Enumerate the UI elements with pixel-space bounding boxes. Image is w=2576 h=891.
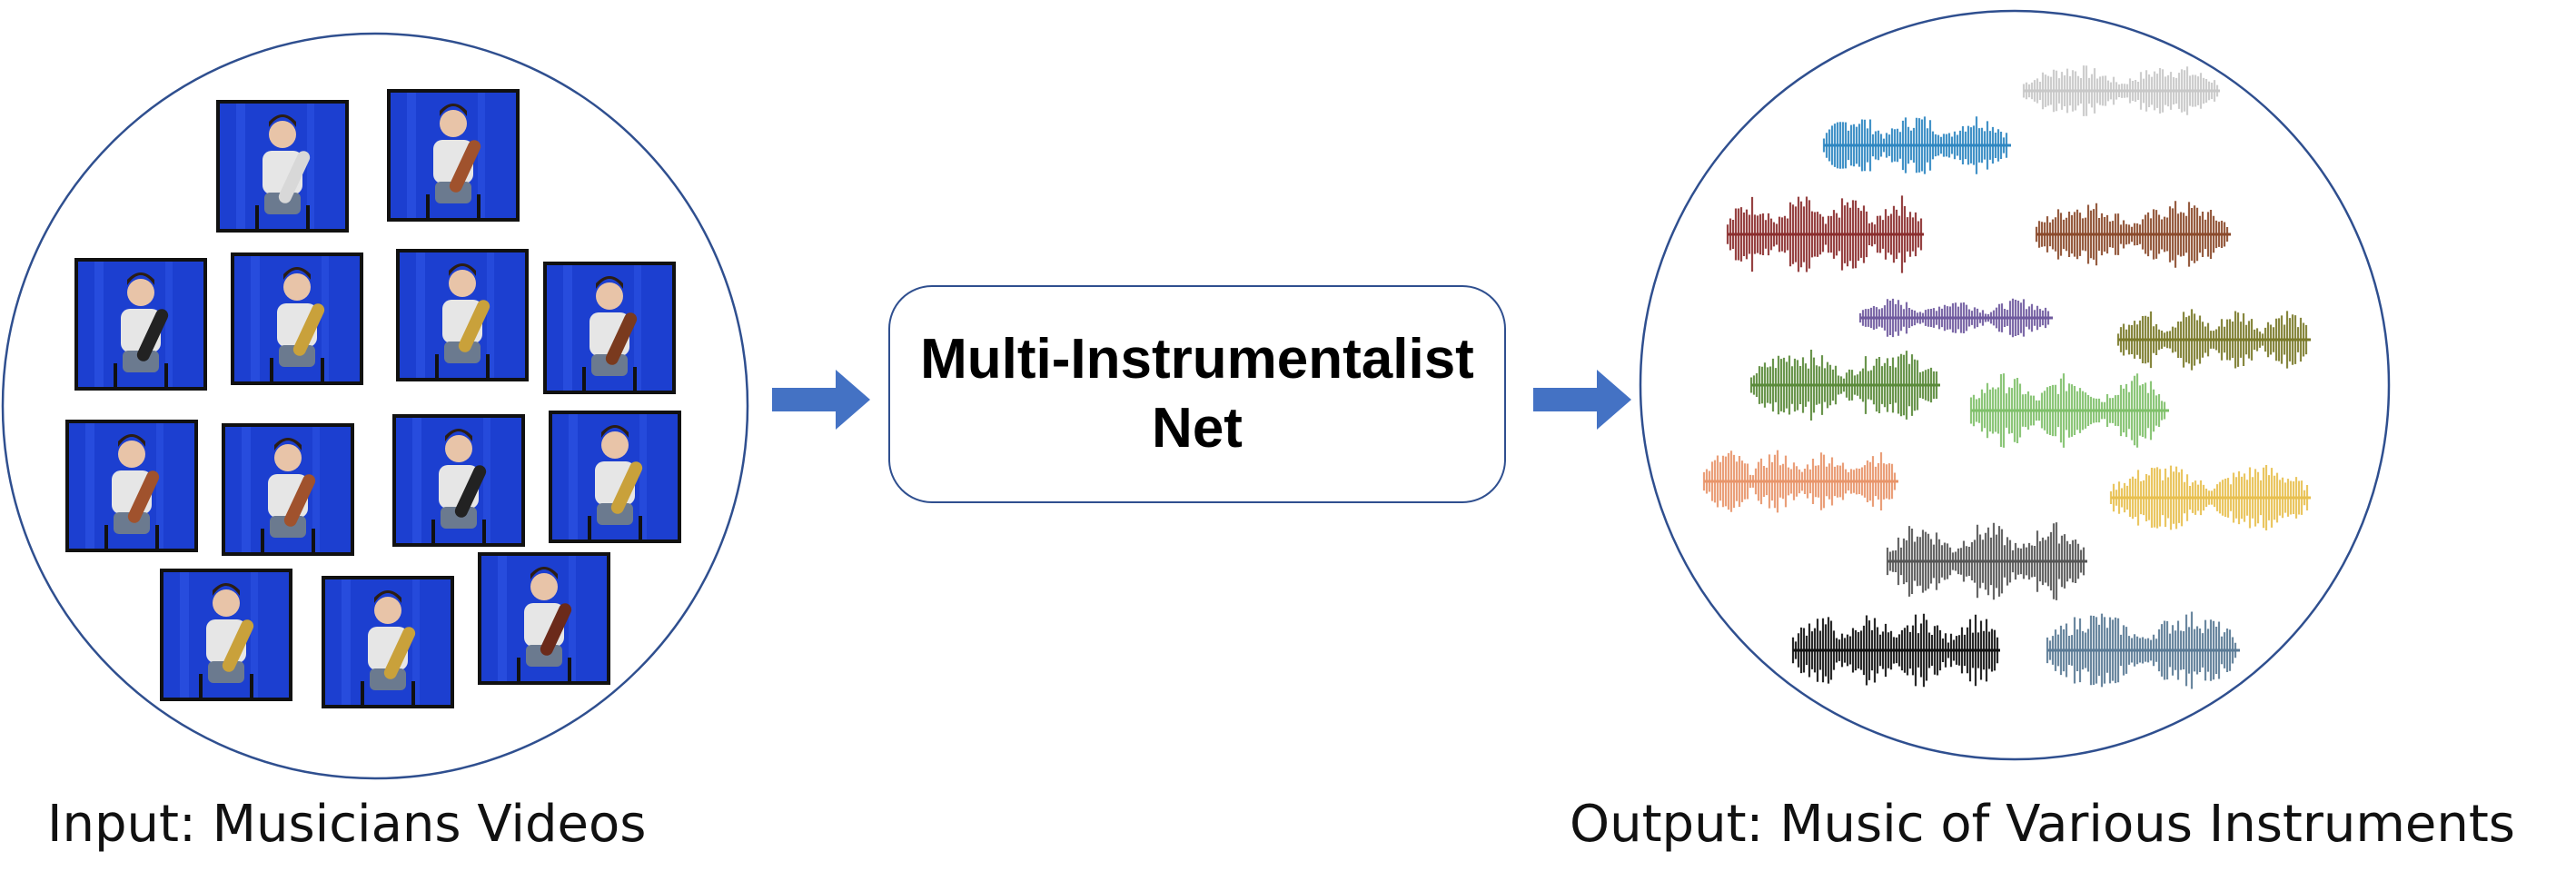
output-circle <box>1639 9 2391 761</box>
multi-instrumentalist-net-box: Multi-Instrumentalist Net <box>888 285 1506 503</box>
waveform-12 <box>1791 613 2000 688</box>
musician-video-tuba <box>322 576 454 708</box>
musician-videos-group <box>65 89 681 708</box>
arrow-right-icon <box>1533 370 1631 430</box>
musician-video-horn <box>396 249 529 381</box>
waveform-8 <box>1969 373 2169 448</box>
net-title-line2: Net <box>1152 397 1243 460</box>
waveform-9 <box>1702 450 1898 513</box>
waveform-10 <box>2109 465 2311 530</box>
musician-video-viola <box>222 423 354 556</box>
musician-video-oboe <box>392 414 525 547</box>
arrow-right-icon <box>772 370 870 430</box>
net-title-line1: Multi-Instrumentalist <box>920 328 1474 391</box>
waveform-2 <box>1822 116 2011 174</box>
output-caption: Output: Music of Various Instruments <box>1570 795 2515 854</box>
musician-video-flute <box>216 100 349 233</box>
waveform-3 <box>1726 195 1924 273</box>
musician-video-bassoon <box>478 552 610 685</box>
instrument-waveforms-group <box>1702 65 2311 689</box>
waveform-6 <box>2116 309 2311 371</box>
musician-video-trumpet <box>549 411 681 543</box>
musician-video-violin <box>65 420 198 552</box>
waveform-5 <box>1858 298 2053 338</box>
waveform-4 <box>2035 201 2231 268</box>
musician-video-double-bass <box>543 262 676 394</box>
waveform-7 <box>1749 349 1940 421</box>
musician-video-cello <box>387 89 520 222</box>
input-circle <box>1 32 749 780</box>
waveform-11 <box>1886 522 2087 600</box>
waveform-13 <box>2046 611 2240 689</box>
musician-video-clarinet <box>74 258 207 391</box>
waveform-1 <box>2022 65 2220 116</box>
input-caption: Input: Musicians Videos <box>47 795 647 854</box>
musician-video-saxophone <box>160 569 292 701</box>
musician-video-trombone <box>231 252 363 385</box>
